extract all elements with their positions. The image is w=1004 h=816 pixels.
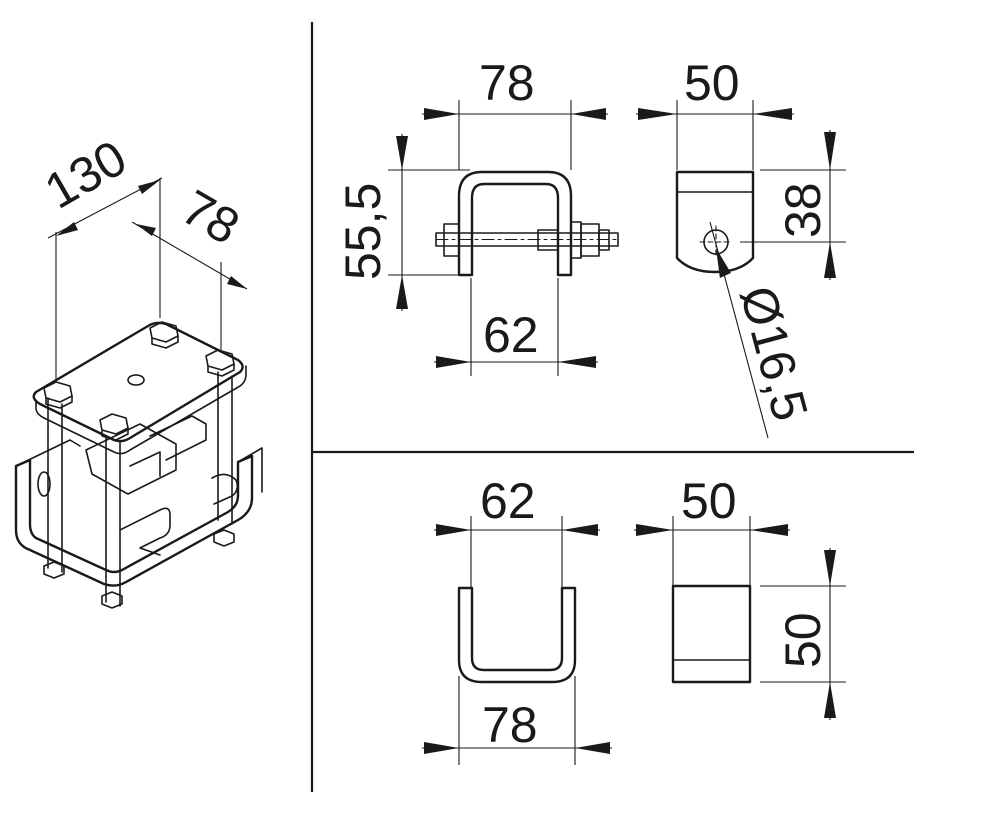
iso-length-label: 130 [36, 129, 136, 219]
side-hole-diameter-label: Ø16,5 [729, 280, 818, 426]
side-width-label: 50 [684, 55, 740, 111]
side-hole-height-label: 38 [775, 182, 831, 238]
front-top-width-label: 78 [479, 55, 535, 111]
front-height-label: 55,5 [335, 183, 391, 280]
bottom-side-height-label: 50 [775, 612, 831, 668]
bottom-front-inner-label: 62 [480, 473, 536, 529]
isometric-view: 130 78 [14, 129, 263, 609]
iso-width-label: 78 [173, 179, 249, 255]
bottom-front-outer-label: 78 [482, 697, 538, 753]
front-inner-width-label: 62 [483, 307, 539, 363]
front-view: 78 55,5 62 [335, 55, 619, 376]
bottom-side-view: 50 50 [634, 473, 846, 720]
side-view: 50 38 Ø16,5 [636, 55, 846, 439]
bottom-side-width-label: 50 [681, 473, 737, 529]
bottom-front-view: 62 78 [422, 473, 612, 765]
